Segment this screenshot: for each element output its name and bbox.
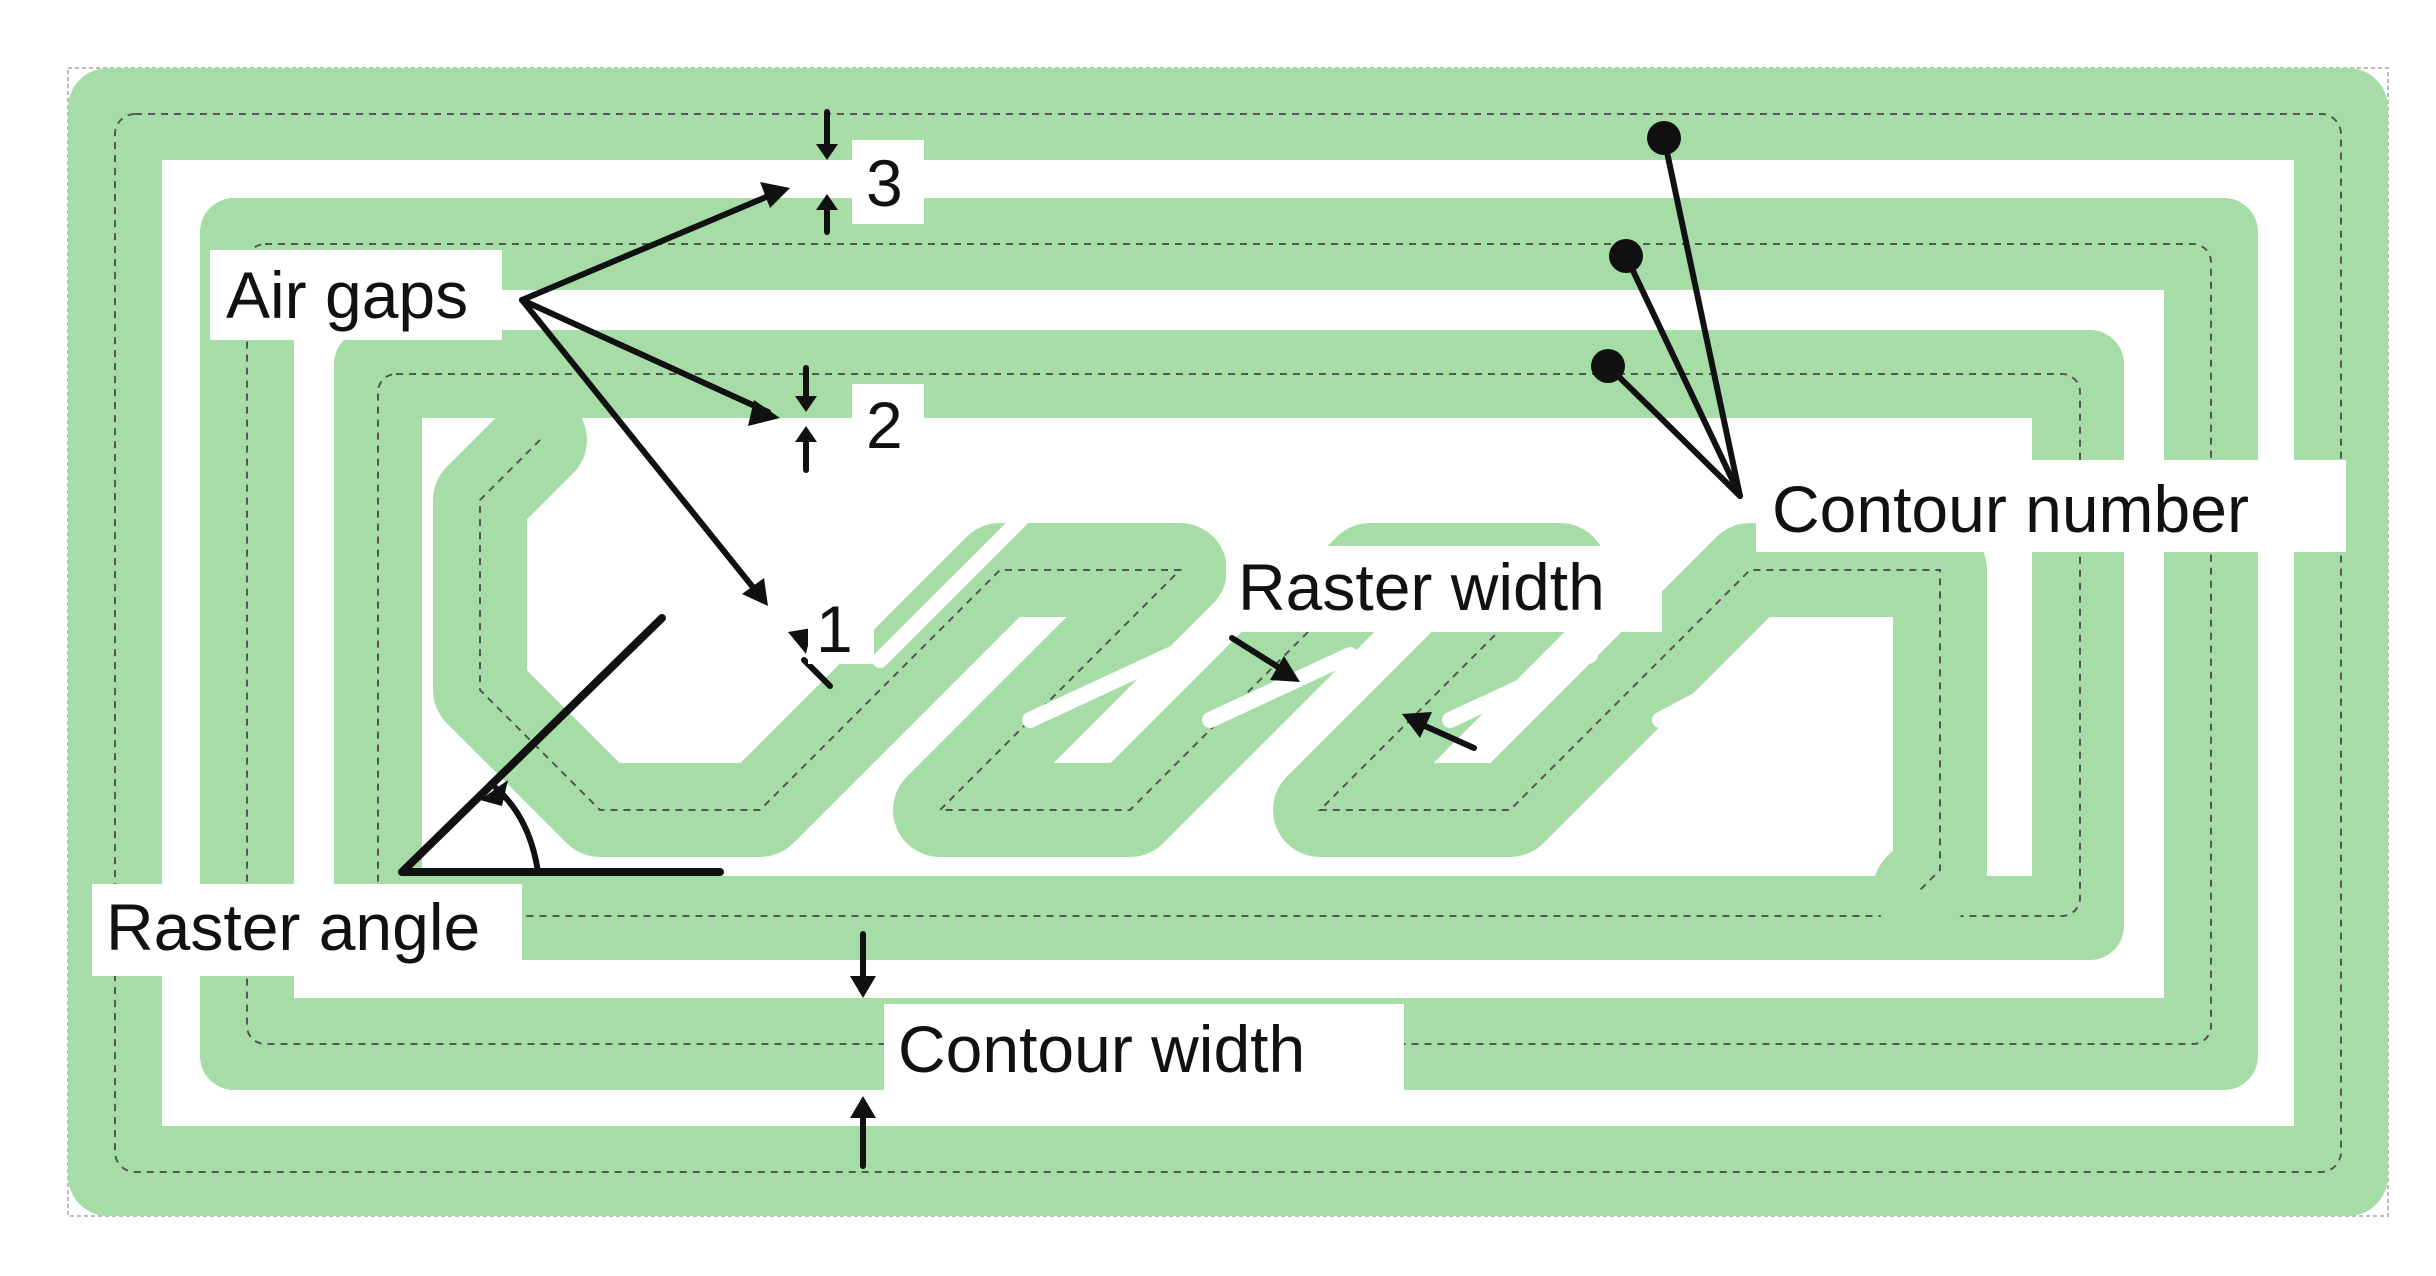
label-gap-3-group: 3 <box>852 140 924 224</box>
contour-number-pin-2 <box>1609 239 1643 273</box>
gap2-bottom-head <box>795 426 817 442</box>
contour-toolpath-middle <box>246 243 2212 1045</box>
label-contour-number-group: Contour number <box>1756 460 2346 552</box>
raster-toolpath <box>479 439 1941 891</box>
contour-number-pin-3 <box>1591 349 1625 383</box>
gap1-lower-arrow <box>801 657 833 689</box>
label-contour-width: Contour width <box>898 1012 1305 1086</box>
label-contour-number: Contour number <box>1772 472 2249 546</box>
air-gap-arrowhead-2 <box>748 400 780 426</box>
raster-angle-raster-line <box>398 614 666 876</box>
label-raster-angle: Raster angle <box>106 890 480 964</box>
label-air-gaps-group: Air gaps <box>210 250 502 340</box>
contour-toolpath-outer <box>114 113 2342 1173</box>
raster-width-arrow-left <box>1229 635 1289 675</box>
label-gap-2: 2 <box>866 388 903 462</box>
label-air-gaps: Air gaps <box>226 258 468 332</box>
air-gap-leader-1 <box>519 297 763 599</box>
raster-slots <box>547 512 1818 728</box>
air-gap-leader-2 <box>519 297 771 415</box>
contour-number-leader-1 <box>1661 135 1743 499</box>
label-gap-2-group: 2 <box>852 384 924 464</box>
label-raster-width-group: Raster width <box>1226 546 1662 632</box>
raster-width-head-left <box>1270 656 1300 682</box>
label-gap-3: 3 <box>866 146 903 220</box>
contour-number-leader-2 <box>1623 253 1743 499</box>
contour-number-leader-3 <box>1605 363 1743 499</box>
air-gap-leader-3 <box>519 189 781 303</box>
air-gap-arrowhead-1 <box>742 578 768 606</box>
air-gap-arrowhead-3 <box>760 182 790 208</box>
contour-toolpath-inner <box>377 373 2081 917</box>
raster-angle-arc-head <box>480 780 508 806</box>
contour-width-bottom-head <box>850 1096 876 1118</box>
raster-width-head-right <box>1402 712 1432 738</box>
raster-width-arrow-right <box>1413 719 1477 751</box>
gap3-bottom-head <box>816 194 838 210</box>
gap1-lower-head <box>788 628 812 654</box>
label-raster-width: Raster width <box>1238 550 1605 624</box>
contour-width-top-head <box>850 976 876 998</box>
contour-number-pin-1 <box>1647 121 1681 155</box>
annotations <box>398 109 1743 1169</box>
label-raster-angle-group: Raster angle <box>92 884 522 976</box>
gap2-top-head <box>795 396 817 412</box>
label-gap-1-group: 1 <box>808 590 874 666</box>
gap3-top-head <box>816 144 838 160</box>
label-gap-1: 1 <box>816 592 853 666</box>
label-contour-width-group: Contour width <box>884 1004 1404 1096</box>
